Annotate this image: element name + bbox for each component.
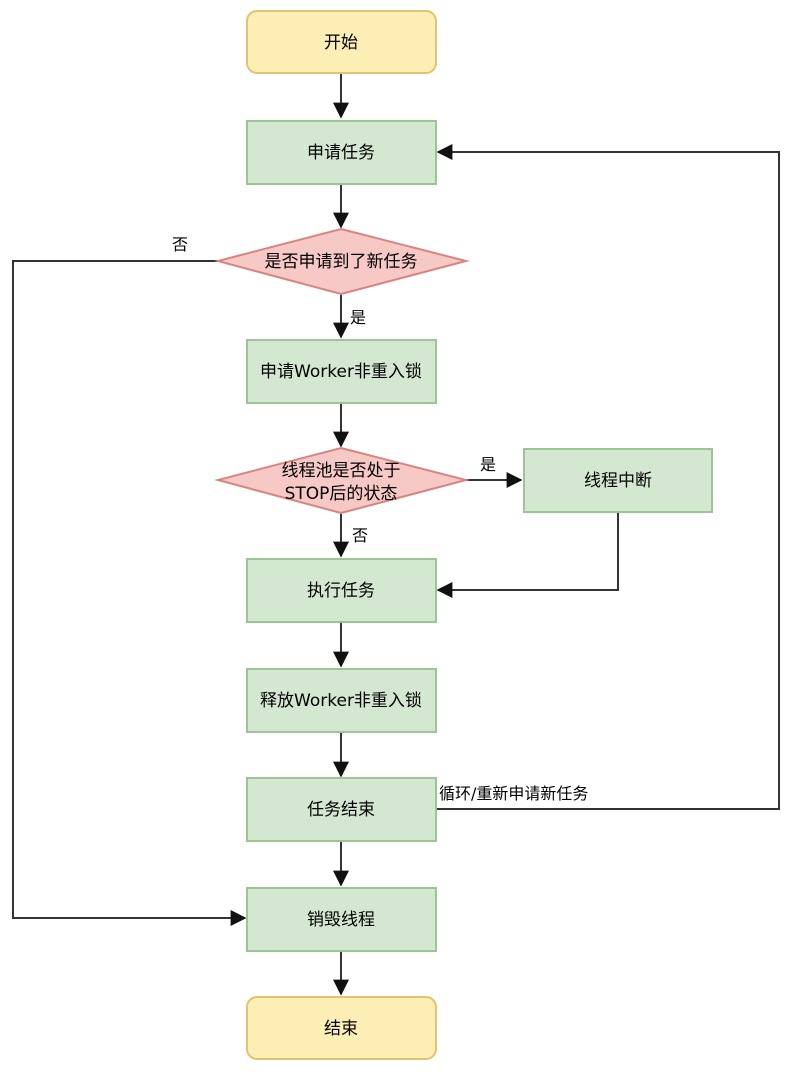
edge-decision-no-to-destroy	[12, 260, 247, 926]
apply-lock-node: 申请Worker非重入锁	[246, 339, 437, 404]
edge-label-yes-new-task: 是	[350, 308, 366, 327]
apply-task-node: 申请任务	[246, 120, 437, 185]
execute-task-node: 执行任务	[246, 558, 437, 623]
end-label: 结束	[324, 1019, 358, 1039]
edges	[12, 73, 780, 996]
thread-interrupt-label: 线程中断	[584, 471, 652, 491]
edge-label-yes-stop: 是	[480, 455, 496, 474]
release-lock-label: 释放Worker非重入锁	[260, 691, 422, 711]
edge-loop-back-to-apply-task	[436, 144, 780, 810]
edge-interrupt-to-execute	[436, 513, 619, 598]
edge-label-no-stop: 否	[352, 526, 368, 545]
thread-pool-stop-decision: 线程池是否处于 STOP后的状态	[214, 446, 470, 515]
release-lock-node: 释放Worker非重入锁	[246, 668, 437, 733]
task-end-label: 任务结束	[307, 800, 375, 820]
got-new-task-label: 是否申请到了新任务	[265, 252, 418, 272]
thread-interrupt-node: 线程中断	[523, 448, 713, 513]
start-node: 开始	[246, 10, 437, 74]
destroy-thread-label: 销毁线程	[307, 910, 375, 930]
task-end-node: 任务结束	[246, 777, 437, 842]
execute-task-label: 执行任务	[307, 581, 375, 601]
got-new-task-decision: 是否申请到了新任务	[214, 227, 470, 296]
thread-pool-stop-label-line1: 线程池是否处于	[282, 461, 401, 481]
start-label: 开始	[324, 33, 358, 53]
apply-task-label: 申请任务	[307, 143, 375, 163]
edge-label-no-new-task: 否	[172, 235, 188, 254]
end-node: 结束	[246, 996, 437, 1060]
edge-labels: 否 是 是 否 循环/重新申请新任务	[172, 235, 588, 803]
destroy-thread-node: 销毁线程	[246, 887, 437, 952]
apply-lock-label: 申请Worker非重入锁	[260, 362, 422, 382]
edge-label-loop-back: 循环/重新申请新任务	[439, 784, 588, 803]
nodes: 开始 申请任务 是否申请到了新任务 申请Worker非重入锁 线程池是否处于 S…	[214, 10, 713, 1060]
thread-pool-stop-label-line2: STOP后的状态	[285, 484, 398, 504]
